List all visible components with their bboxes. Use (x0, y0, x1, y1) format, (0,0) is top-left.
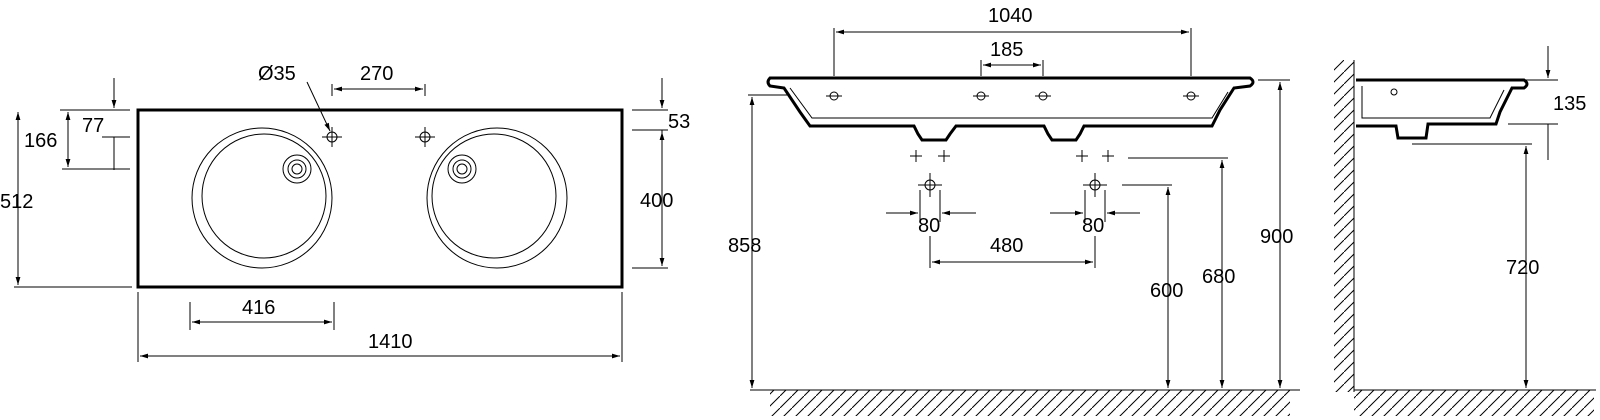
floor-side (1354, 389, 1596, 416)
dimension-77: 77 (82, 115, 104, 137)
basin-top-outline (136, 108, 624, 289)
dimension-185: 185 (990, 39, 1023, 61)
overflow-hole (1390, 88, 1398, 96)
right-drain (447, 154, 477, 184)
tap-hole-right (415, 127, 435, 147)
left-bowl (191, 127, 333, 269)
dimension-858: 858 (728, 235, 761, 257)
dimension-400: 400 (640, 190, 673, 212)
fixing-holes (826, 91, 1199, 101)
left-drain (282, 154, 312, 184)
dimension-1410: 1410 (368, 331, 413, 353)
pipe-markers (910, 150, 1114, 197)
top-view: Ø35 270 77 166 512 53 400 416 (0, 63, 690, 362)
dimension-600: 600 (1150, 280, 1183, 302)
wall-side (1334, 60, 1355, 392)
dimension-1040: 1040 (988, 5, 1033, 27)
dimension-416: 416 (242, 297, 275, 319)
basin-front-profile (766, 76, 1255, 142)
dimension-80-right: 80 (1082, 215, 1104, 237)
dimension-720: 720 (1506, 257, 1539, 279)
dimension-680: 680 (1202, 266, 1235, 288)
dimension-512: 512 (0, 191, 33, 213)
dimension-900: 900 (1260, 226, 1293, 248)
dimension-270: 270 (360, 63, 393, 85)
dimension-480: 480 (990, 235, 1023, 257)
diameter-label: Ø35 (258, 63, 296, 85)
dimension-135: 135 (1553, 93, 1586, 115)
floor-front (750, 389, 1300, 416)
tap-hole-left (322, 127, 342, 147)
side-view: 135 720 (1334, 46, 1596, 416)
dimension-166: 166 (24, 130, 57, 152)
basin-side-profile (1356, 78, 1529, 140)
dimension-53: 53 (668, 111, 690, 133)
right-bowl (426, 127, 568, 269)
dimension-80-left: 80 (918, 215, 940, 237)
front-view: 1040 185 858 80 (728, 5, 1300, 416)
